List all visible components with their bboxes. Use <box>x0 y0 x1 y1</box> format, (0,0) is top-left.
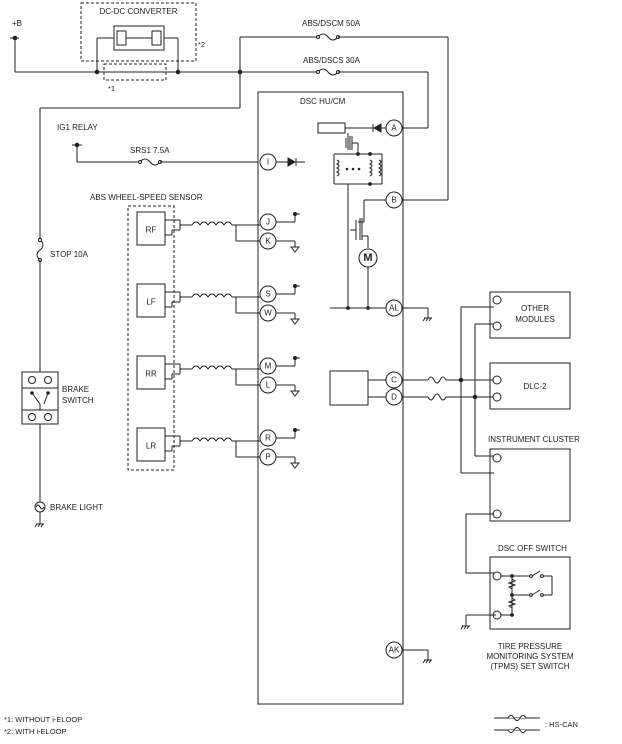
brake-switch: BRAKE SWITCH <box>21 371 94 502</box>
sensor-box <box>136 355 166 390</box>
tpms-label-1: TIRE PRESSURE <box>498 642 562 651</box>
terminal-s-label: S <box>265 290 270 299</box>
sensor-label: LR <box>146 442 156 451</box>
fuse-abs-dscs: ABS/DSCS 30A <box>240 56 429 129</box>
wheel-sensor-title: ABS WHEEL-SPEED SENSOR <box>90 193 203 202</box>
power-supply: +B <box>10 19 243 75</box>
terminal-k-label: K <box>265 237 271 246</box>
dcdc-note-1: *1 <box>108 84 115 93</box>
footnotes: *1: WITHOUT i-ELOOP *2: WITH i-ELOOP <box>4 715 82 736</box>
other-modules-label-1: OTHER <box>521 304 549 313</box>
dsc-hu-cm: DSC HU/CM A I <box>257 91 432 705</box>
tpms-label-2: MONITORING SYSTEM <box>487 652 574 661</box>
other-modules: OTHER MODULES <box>489 291 571 339</box>
footnote-1: *1: WITHOUT i-ELOOP <box>4 715 82 724</box>
sensor-group: RF J K LF S W RR M L LR R P <box>136 211 301 469</box>
dsc-unit-label: DSC HU/CM <box>300 97 346 106</box>
terminal-p-label: P <box>265 453 270 462</box>
terminal-a: A <box>391 124 397 133</box>
footnote-2: *2: WITH i-ELOOP <box>4 727 67 736</box>
terminal-l-label: L <box>266 381 271 390</box>
dcdc-title: DC-DC CONVERTER <box>99 7 177 16</box>
fuse-abs-dscm: ABS/DSCM 50A <box>239 19 449 201</box>
dlc-2: DLC-2 <box>489 362 571 410</box>
fuse-srs1-label: SRS1 7.5A <box>130 146 170 155</box>
ig1-relay-label: IG1 RELAY <box>57 123 98 132</box>
dcdc-converter: DC-DC CONVERTER *2 *1 <box>80 2 205 93</box>
terminal-d: D <box>391 393 397 402</box>
fuse-abs-dscs-label: ABS/DSCS 30A <box>303 56 361 65</box>
terminal-ak: AK <box>389 646 400 655</box>
terminal-b: B <box>391 196 396 205</box>
terminal-w-label: W <box>264 309 272 318</box>
wheel-speed-sensors: ABS WHEEL-SPEED SENSOR <box>90 193 203 471</box>
brake-switch-label-2: SWITCH <box>62 396 94 405</box>
tpms-label-3: (TPMS) SET SWITCH <box>491 662 570 671</box>
legend-hs-can-label: : HS-CAN <box>545 720 578 729</box>
dsc-off-switch: DSC OFF SWITCH TIRE PRESSURE MONITORING … <box>460 544 574 671</box>
terminal-r-label: R <box>265 434 271 443</box>
terminal-al: AL <box>389 304 399 313</box>
brake-switch-label-1: BRAKE <box>62 385 89 394</box>
motor-symbol: M <box>363 252 372 264</box>
terminal-c: C <box>391 376 397 385</box>
brake-light-label: BRAKE LIGHT <box>50 503 103 512</box>
other-modules-label-2: MODULES <box>515 315 555 324</box>
b-plus-label: +B <box>12 19 22 28</box>
can-bus <box>402 306 494 474</box>
sensor-label: RR <box>145 370 157 379</box>
dcdc-note-2: *2 <box>198 40 205 49</box>
terminal-i: I <box>267 158 269 167</box>
fuse-stop-label: STOP 10A <box>50 250 89 259</box>
instrument-cluster-label: INSTRUMENT CLUSTER <box>488 435 580 444</box>
fuse-abs-dscm-label: ABS/DSCM 50A <box>302 19 361 28</box>
sensor-label: LF <box>146 298 155 307</box>
dlc-2-label: DLC-2 <box>523 382 547 391</box>
legend-hs-can: : HS-CAN <box>494 715 578 733</box>
sensor-box <box>136 427 166 462</box>
terminal-j-label: J <box>266 218 270 227</box>
sensor-box <box>136 211 166 246</box>
instrument-cluster: INSTRUMENT CLUSTER <box>465 435 580 574</box>
terminal-m-label: M <box>265 362 272 371</box>
sensor-label: RF <box>146 226 157 235</box>
dsc-off-switch-label: DSC OFF SWITCH <box>498 544 567 553</box>
sensor-box <box>136 283 166 318</box>
brake-light: BRAKE LIGHT <box>34 501 103 528</box>
stop-feed: STOP 10A <box>36 72 241 372</box>
ig1-relay-circuit: IG1 RELAY SRS1 7.5A <box>57 123 258 166</box>
